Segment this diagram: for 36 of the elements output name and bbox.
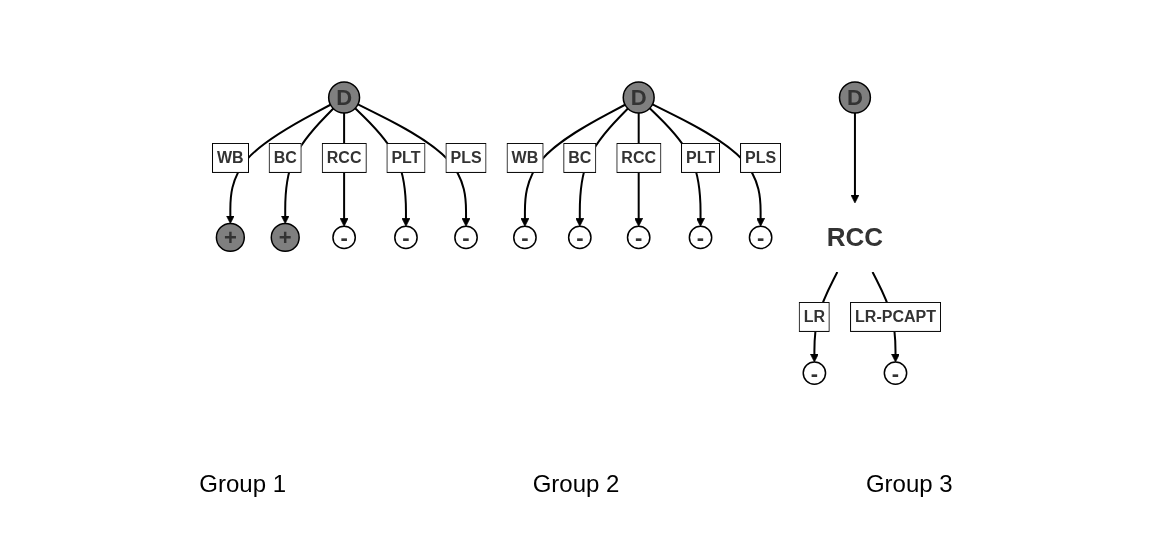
edge-label: WB xyxy=(216,148,244,166)
node-circle: - xyxy=(453,225,478,250)
group-caption: Group 2 xyxy=(532,470,620,498)
edge-label: WB xyxy=(511,148,538,166)
edge-label: RCC xyxy=(326,148,361,166)
node-circle: D xyxy=(838,81,871,114)
edge-label: LR-PCAPT xyxy=(854,307,936,325)
arrow xyxy=(520,103,626,227)
edge-label: PLT xyxy=(685,148,715,166)
arrow xyxy=(225,103,331,224)
node-circle: - xyxy=(512,225,537,250)
node-text: RCC xyxy=(826,221,883,252)
edge-label: BC xyxy=(273,148,297,166)
edge-label: LR xyxy=(803,307,825,325)
node-circle: - xyxy=(393,225,418,250)
node-circle: - xyxy=(626,225,651,250)
edge-label: RCC xyxy=(620,148,656,166)
arrow xyxy=(651,103,765,227)
node-circle: - xyxy=(883,360,907,385)
group-caption: Group 1 xyxy=(199,470,286,498)
node-circle: + xyxy=(270,222,300,252)
edge-label: PLT xyxy=(390,148,420,166)
node-circle: D xyxy=(327,81,360,114)
arrow xyxy=(356,103,470,227)
node-circle: - xyxy=(748,225,773,250)
node-circle: D xyxy=(622,81,655,114)
edge-label: PLS xyxy=(449,148,482,166)
node-circle: - xyxy=(567,225,592,250)
edge-label: BC xyxy=(567,148,591,166)
node-circle: - xyxy=(331,225,356,250)
node-circle: + xyxy=(215,222,245,252)
group-caption: Group 3 xyxy=(865,470,953,498)
node-circle: - xyxy=(802,360,826,385)
edge-label: PLS xyxy=(744,148,776,166)
arrow xyxy=(850,111,859,204)
node-circle: - xyxy=(688,225,712,250)
